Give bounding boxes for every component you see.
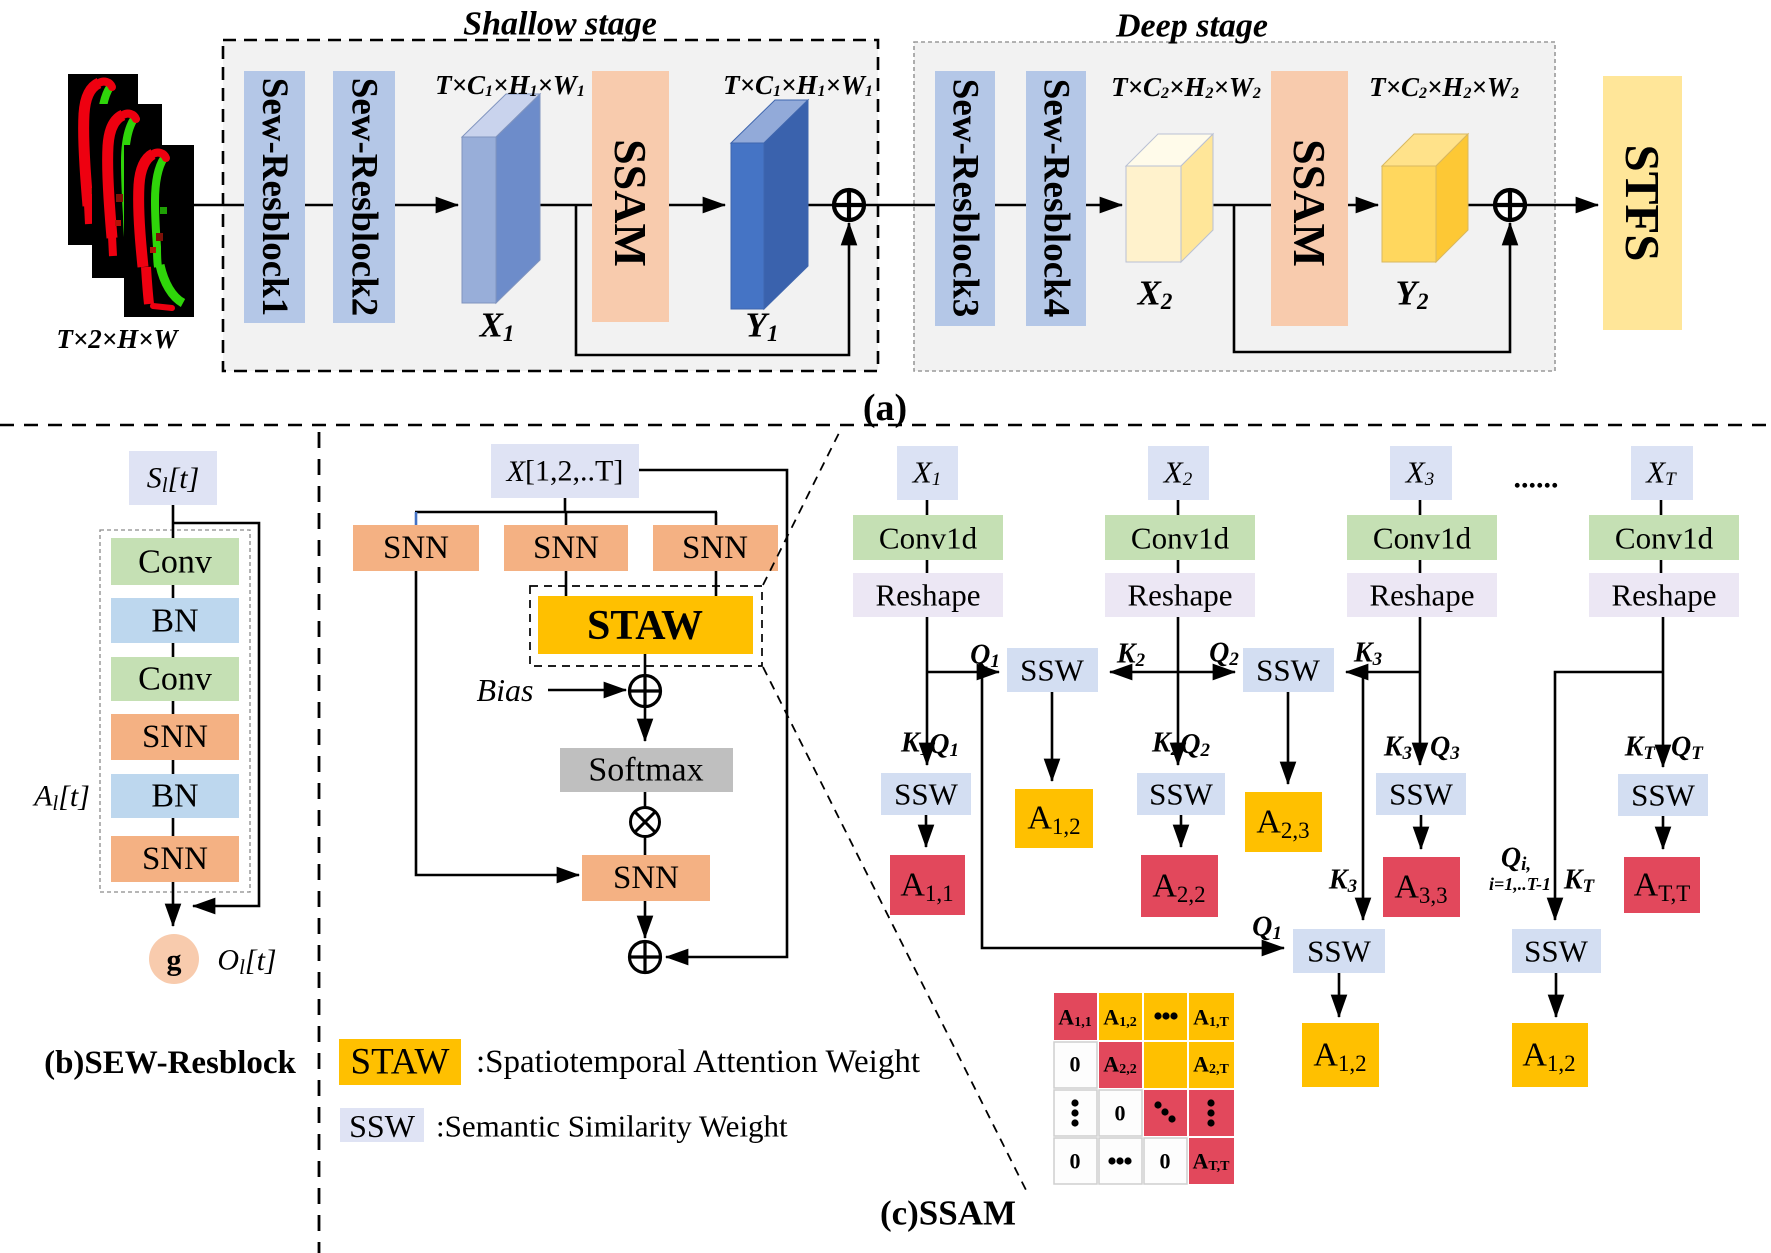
- svg-text:0: 0: [1115, 1101, 1126, 1126]
- svg-text:Conv1d: Conv1d: [1373, 521, 1472, 556]
- svg-text:K1Q1: K1Q1: [900, 728, 959, 761]
- svg-text:Softmax: Softmax: [588, 752, 703, 789]
- svg-text:SSW: SSW: [1389, 777, 1453, 812]
- svg-text:T×C1×H1×W1: T×C1×H1×W1: [435, 70, 585, 100]
- svg-text:Qi,: Qi,: [1501, 843, 1531, 875]
- svg-text:SSW: SSW: [1524, 934, 1588, 969]
- svg-text:K3: K3: [1383, 732, 1412, 764]
- svg-text:SSW: SSW: [1256, 653, 1320, 688]
- svg-text:BN: BN: [151, 778, 198, 815]
- svg-text:QT: QT: [1671, 732, 1704, 764]
- svg-text:T×C1×H1×W1: T×C1×H1×W1: [723, 70, 873, 100]
- svg-text:T×2×H×W: T×2×H×W: [56, 324, 179, 354]
- svg-text:K2: K2: [1116, 639, 1146, 671]
- svg-text:Sew-Resblock1: Sew-Resblock1: [254, 78, 295, 316]
- svg-text:(b)SEW-Resblock: (b)SEW-Resblock: [44, 1045, 296, 1081]
- svg-text:KT: KT: [1563, 865, 1596, 897]
- svg-text:g: g: [167, 944, 182, 977]
- svg-text:STAW: STAW: [587, 603, 703, 649]
- svg-text:Reshape: Reshape: [875, 578, 980, 613]
- svg-text:Q1: Q1: [970, 640, 1000, 672]
- svg-text:K3: K3: [1328, 865, 1357, 897]
- svg-text:STAW: STAW: [351, 1042, 450, 1083]
- svg-text:SSW: SSW: [349, 1108, 416, 1144]
- svg-text:Q2: Q2: [1209, 638, 1239, 670]
- svg-text:Sew-Resblock2: Sew-Resblock2: [344, 78, 385, 316]
- svg-text:Reshape: Reshape: [1369, 578, 1474, 613]
- svg-text:Conv1d: Conv1d: [879, 521, 978, 556]
- svg-text:BN: BN: [151, 603, 198, 640]
- svg-text:Al[t]: Al[t]: [32, 780, 90, 816]
- svg-text:X[1,2,..T]: X[1,2,..T]: [506, 455, 624, 488]
- svg-text::Spatiotemporal Attention Weig: :Spatiotemporal Attention Weight: [476, 1044, 920, 1080]
- svg-text:T×C2×H2×W2: T×C2×H2×W2: [1369, 72, 1519, 102]
- svg-text:Sew-Resblock4: Sew-Resblock4: [1036, 79, 1077, 317]
- svg-text:SNN: SNN: [383, 530, 449, 566]
- svg-text:SSW: SSW: [1631, 778, 1695, 813]
- svg-text:SSAM: SSAM: [605, 139, 656, 267]
- svg-text:SNN: SNN: [533, 530, 599, 566]
- svg-text:Conv: Conv: [138, 544, 212, 581]
- svg-text:SSAM: SSAM: [1284, 139, 1335, 267]
- svg-text:SNN: SNN: [682, 530, 748, 566]
- svg-text:Reshape: Reshape: [1611, 578, 1716, 613]
- svg-text:i=1,..T-1: i=1,..T-1: [1489, 874, 1551, 894]
- svg-text:......: ......: [1514, 462, 1559, 495]
- svg-text:0: 0: [1070, 1149, 1081, 1174]
- svg-text:SNN: SNN: [613, 860, 679, 896]
- svg-text:Conv: Conv: [138, 661, 212, 698]
- svg-text:SSW: SSW: [1307, 934, 1371, 969]
- svg-text:Q3: Q3: [1430, 732, 1460, 764]
- svg-text:Conv1d: Conv1d: [1131, 521, 1230, 556]
- svg-text:(c)SSAM: (c)SSAM: [880, 1194, 1016, 1233]
- svg-text:Reshape: Reshape: [1127, 578, 1232, 613]
- svg-text:SNN: SNN: [142, 841, 208, 877]
- svg-text:(a): (a): [863, 387, 907, 429]
- svg-text:Shallow stage: Shallow stage: [463, 6, 657, 43]
- svg-text:Conv1d: Conv1d: [1615, 521, 1714, 556]
- svg-text:Bias: Bias: [477, 672, 534, 708]
- svg-text:Ol[t]: Ol[t]: [217, 944, 276, 980]
- svg-text:KT: KT: [1624, 732, 1657, 764]
- svg-text:K3: K3: [1353, 638, 1382, 670]
- svg-text:Sl[t]: Sl[t]: [147, 462, 200, 498]
- svg-text:SNN: SNN: [142, 719, 208, 755]
- svg-text:K2Q2: K2Q2: [1151, 728, 1210, 761]
- svg-text:STFS: STFS: [1615, 144, 1670, 261]
- svg-text:SSW: SSW: [894, 777, 958, 812]
- svg-text:Q1: Q1: [1252, 912, 1282, 944]
- svg-text:T×C2×H2×W2: T×C2×H2×W2: [1111, 72, 1261, 102]
- svg-text::Semantic Similarity Weight: :Semantic Similarity Weight: [436, 1109, 788, 1144]
- svg-text:SSW: SSW: [1020, 653, 1084, 688]
- svg-text:0: 0: [1160, 1149, 1171, 1174]
- svg-text:Sew-Resblock3: Sew-Resblock3: [945, 79, 986, 317]
- svg-text:Deep stage: Deep stage: [1115, 8, 1268, 45]
- svg-text:SSW: SSW: [1149, 777, 1213, 812]
- svg-text:0: 0: [1070, 1052, 1081, 1077]
- svg-text:X2: X2: [1137, 274, 1173, 314]
